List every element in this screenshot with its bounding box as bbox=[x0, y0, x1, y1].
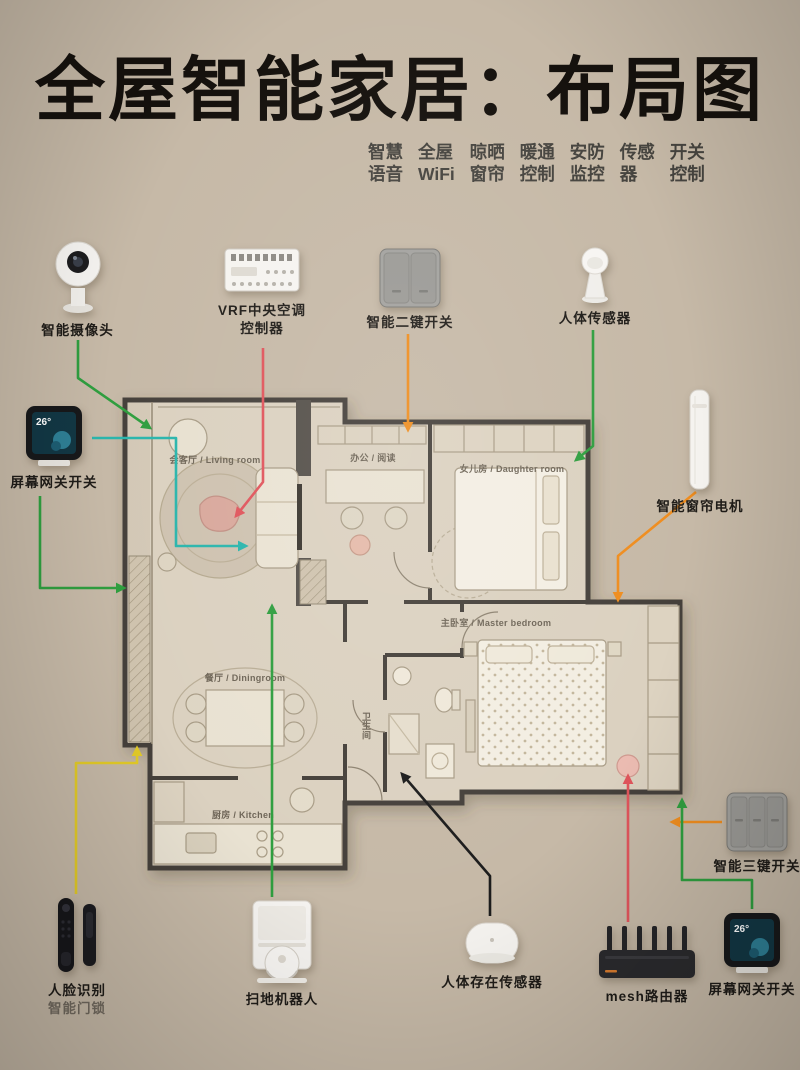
furniture-office bbox=[299, 425, 427, 605]
connection-lines bbox=[38, 330, 754, 922]
line-bodysensor-to-daughter bbox=[573, 330, 595, 462]
feature-line: WiFi bbox=[418, 164, 455, 184]
feature-tag-switch: 开关控制 bbox=[670, 141, 705, 185]
device-screen-gateway-bottom: 26° 屏幕网关开关 bbox=[705, 911, 799, 999]
mesh-router-label: mesh路由器 bbox=[605, 989, 689, 1004]
balcony-cabinet bbox=[128, 555, 151, 743]
device-switch-3key: 智能三键开关 bbox=[707, 792, 800, 876]
feature-tag-voice: 智慧语音 bbox=[368, 141, 403, 185]
device-vrf-controller: VRF中央空调 控制器 bbox=[205, 244, 319, 338]
furniture-daughter bbox=[431, 424, 585, 599]
smart-camera-label: 智能摄像头 bbox=[41, 323, 114, 338]
face-lock-label-line1: 人脸识别 bbox=[48, 983, 106, 998]
vrf-controller-icon bbox=[224, 248, 300, 292]
feature-line: 开关 bbox=[669, 142, 705, 162]
feature-line: 传感 bbox=[619, 142, 655, 162]
room-label-bath: 卫生间 bbox=[361, 712, 371, 741]
room-label-master: 主卧室 / Master bedroom bbox=[441, 617, 552, 628]
room-label-kitchen: 厨房 / Kitchen bbox=[212, 809, 274, 820]
feature-tag-security: 安防监控 bbox=[570, 141, 605, 185]
screen-temp-text: 26° bbox=[734, 924, 749, 935]
robot-vacuum-icon bbox=[252, 900, 312, 983]
feature-line: 全屋 bbox=[418, 142, 453, 162]
screen-gateway-left-label: 屏幕网关开关 bbox=[10, 475, 98, 490]
line-gateway-left-cyan bbox=[92, 436, 249, 552]
vrf-controller-label-line2: 控制器 bbox=[240, 321, 284, 336]
device-face-lock: 人脸识别 智能门锁 bbox=[27, 896, 127, 1018]
presence-sensor-label: 人体存在传感器 bbox=[441, 975, 543, 990]
device-presence-sensor: 人体存在传感器 bbox=[435, 918, 549, 992]
furniture-kitchen bbox=[153, 781, 343, 865]
feature-line: 控制 bbox=[669, 164, 705, 184]
screen-gateway-left-icon: 26° bbox=[26, 406, 82, 466]
switch-3key-label: 智能三键开关 bbox=[713, 859, 800, 874]
feature-line: 控制 bbox=[519, 164, 555, 184]
room-label-dining: 餐厅 / Diningroom bbox=[204, 672, 286, 683]
line-camera-to-living bbox=[76, 340, 153, 430]
line-gateway-bottom-green bbox=[676, 797, 754, 909]
switch-2key-label: 智能二键开关 bbox=[366, 315, 454, 330]
device-switch-2key: 智能二键开关 bbox=[355, 248, 465, 332]
feature-line: 窗帘 bbox=[469, 164, 505, 184]
face-lock-icon bbox=[58, 898, 96, 972]
feature-tag-sensor: 传感器 bbox=[620, 141, 655, 185]
door-arcs bbox=[347, 551, 499, 802]
mesh-router-icon bbox=[599, 926, 695, 978]
room-label-daughter: 女儿房 / Daughter room bbox=[460, 463, 565, 474]
body-sensor-icon bbox=[581, 247, 609, 303]
device-robot-vacuum: 扫地机器人 bbox=[230, 899, 334, 1009]
line-curtain-to-master bbox=[612, 490, 697, 603]
vrf-controller-label-line1: VRF中央空调 bbox=[218, 303, 306, 318]
room-label-living: 会客厅 / Living room bbox=[169, 454, 260, 465]
screen-gateway-bottom-icon: 26° bbox=[724, 913, 780, 973]
screen-temp-text: 26° bbox=[36, 417, 51, 428]
body-sensor-label: 人体传感器 bbox=[558, 311, 632, 326]
device-body-sensor: 人体传感器 bbox=[540, 246, 650, 328]
robot-vacuum-label: 扫地机器人 bbox=[245, 992, 319, 1007]
feature-line: 智慧 bbox=[368, 142, 403, 162]
feature-line: 安防 bbox=[569, 142, 605, 162]
furniture-bath bbox=[388, 666, 461, 779]
feature-tag-hvac: 暖通控制 bbox=[520, 141, 555, 185]
device-curtain-motor: 智能窗帘电机 bbox=[650, 388, 750, 516]
feature-tag-curtain: 晾晒窗帘 bbox=[470, 141, 505, 185]
tv-wall-upper bbox=[296, 400, 311, 476]
face-lock-label-line2: 智能门锁 bbox=[48, 1001, 106, 1016]
device-smart-camera: 智能摄像头 bbox=[25, 234, 130, 340]
feature-line: 暖通 bbox=[519, 142, 555, 162]
switch-2key-icon bbox=[379, 248, 441, 308]
presence-sensor-icon bbox=[465, 922, 519, 964]
device-screen-gateway-left: 26° 屏幕网关开关 bbox=[8, 404, 100, 492]
furniture-master bbox=[463, 605, 680, 791]
room-label-office: 办公 / 阅读 bbox=[350, 452, 396, 463]
page-title: 全屋智能家居：布局图 bbox=[35, 51, 765, 129]
feature-line: 语音 bbox=[368, 164, 403, 184]
line-lock-to-entry bbox=[74, 745, 143, 894]
feature-line: 晾晒 bbox=[469, 142, 505, 162]
line-presence-to-bath bbox=[400, 771, 492, 916]
furniture-living bbox=[157, 418, 302, 579]
feature-line: 器 bbox=[619, 164, 638, 184]
line-gateway-left-green bbox=[38, 496, 127, 594]
curtain-motor-icon bbox=[689, 389, 710, 490]
switch-3key-icon bbox=[726, 792, 788, 852]
smart-camera-icon bbox=[55, 241, 100, 313]
line-vrf-to-living bbox=[234, 348, 265, 519]
floor-plan: 会客厅 / Living room 办公 / 阅读 女儿房 / Daughter… bbox=[122, 397, 683, 871]
feature-line: 监控 bbox=[569, 164, 605, 184]
screen-gateway-bottom-label: 屏幕网关开关 bbox=[708, 982, 796, 997]
curtain-motor-label: 智能窗帘电机 bbox=[656, 499, 744, 514]
device-mesh-router: mesh路由器 bbox=[595, 924, 699, 1006]
